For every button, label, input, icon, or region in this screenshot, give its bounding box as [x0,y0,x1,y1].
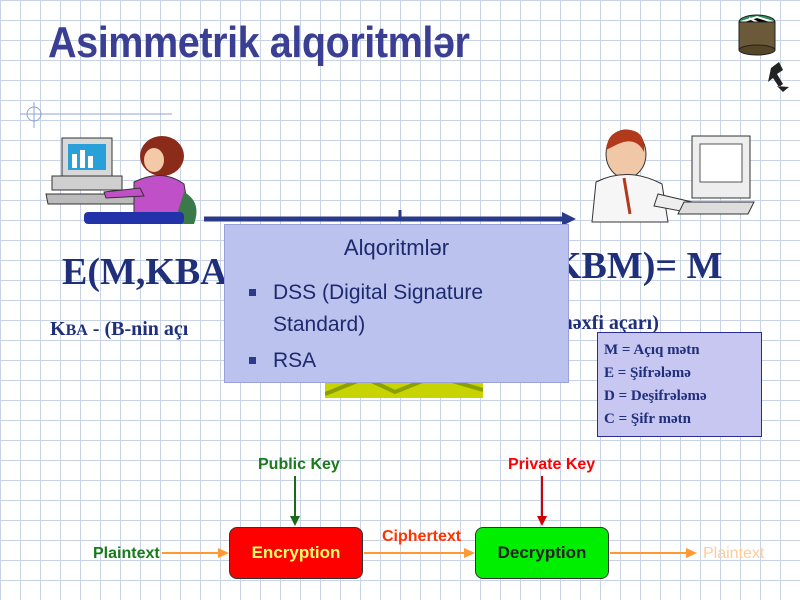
bullet-icon [249,289,256,296]
plaintext-output-label: Plaintext [703,545,765,562]
algorithm-item-dss: DSS (Digital Signature Standard) [249,277,553,341]
woman-at-computer-icon [45,136,197,224]
plaintext-input-label: Plaintext [93,545,160,562]
algorithm-item-rsa: RSA [249,345,553,377]
private-key-label: Private Key [508,456,596,473]
popup-title: Alqoritmlər [343,235,450,260]
legend-item: E = Şifrələmə [604,365,691,381]
algorithm-label: DSS (Digital Signature Standard) [273,281,484,336]
slide-title: Asimmetrik alqoritmlər [48,18,470,67]
flow-arrows [162,476,697,558]
public-key-label: Public Key [258,456,340,473]
algorithms-popup: Alqoritmlər DSS (Digital Signature Stand… [224,224,569,383]
legend-item: C = Şifr mətn [604,411,692,427]
key-subscript: BA [65,322,88,339]
key-description: - (B-nin açı [87,318,189,340]
algorithm-label: RSA [273,349,317,372]
bullet-icon [249,357,256,364]
encryption-formula: E(M,KBA [62,251,228,293]
legend-item: D = Deşifrələmə [604,388,707,404]
ciphertext-label: Ciphertext [382,528,462,545]
encryption-box: Encryption [229,527,363,579]
transfer-arrow [204,210,576,226]
legend-box: M = Açıq mətn E = Şifrələmə D = Deşifrəl… [597,332,762,437]
server-icon [738,14,789,92]
legend-item: M = Açıq mətn [604,342,700,358]
man-at-computer-icon [591,129,755,223]
public-key-note: KBAKBA - (B-nin açı [50,318,189,340]
private-key-note: n məxfi açarı) [540,312,659,334]
decryption-box: Decryption [475,527,609,579]
decorative-crosshair [20,102,172,128]
decryption-formula: KBM)= M [552,245,723,287]
